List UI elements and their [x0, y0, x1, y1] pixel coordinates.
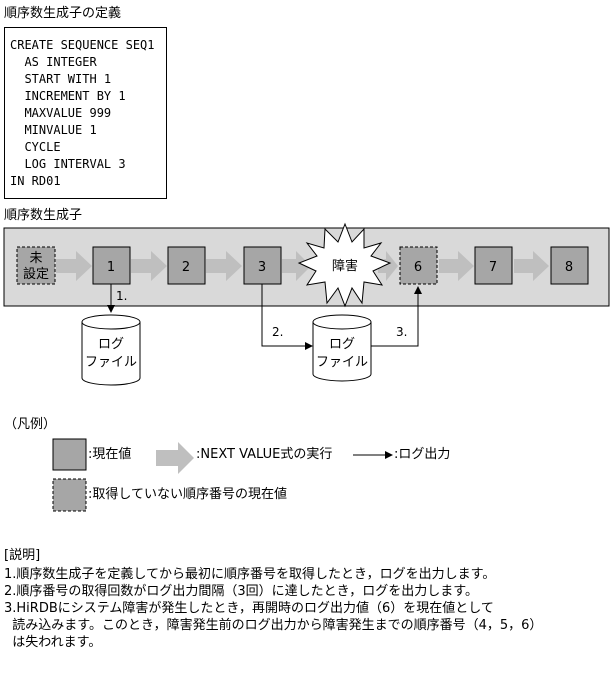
sql-line: MAXVALUE 999 — [10, 106, 112, 120]
legend-current-value-label: :現在値 — [88, 447, 132, 462]
sql-line: MINVALUE 1 — [10, 123, 97, 137]
log-file-cylinder — [312, 314, 372, 382]
unset-label: 未 — [29, 251, 42, 266]
legend-current-value-swatch — [52, 438, 87, 471]
value-label: 7 — [489, 260, 497, 275]
explanation-title: [説明] — [4, 548, 41, 563]
step-label: 3. — [396, 325, 407, 339]
legend-next-value-arrow — [156, 442, 194, 474]
sql-line: INCREMENT BY 1 — [10, 89, 126, 103]
explanation-line: 3.HiRDBにシステム障害が発生したとき，再開時のログ出力値（6）を現在値とし… — [4, 601, 494, 616]
log-file-label: ログ — [329, 337, 355, 352]
unset-label: 設定 — [23, 266, 49, 282]
next-value-arrow — [514, 251, 549, 281]
definition-title: 順序数生成子の定義 — [4, 6, 122, 21]
sql-definition-box: CREATE SEQUENCE SEQ1 AS INTEGER START WI… — [4, 27, 167, 199]
sql-line: CYCLE — [10, 140, 61, 154]
sql-line: START WITH 1 — [10, 72, 112, 86]
failure-label: 障害 — [332, 258, 358, 274]
log-file-label: ファイル — [85, 355, 137, 370]
legend-unacquired-swatch — [52, 478, 87, 512]
sql-line: AS INTEGER — [10, 55, 97, 69]
current-value-box — [550, 246, 589, 285]
next-value-arrow — [439, 251, 474, 281]
legend-log-output-label: :ログ出力 — [394, 447, 451, 462]
next-value-arrow — [206, 251, 242, 281]
next-value-arrow — [282, 251, 311, 281]
explanation-line: 1.順序数生成子を定義してから最初に順序番号を取得したとき，ログを出力します。 — [4, 567, 496, 582]
next-value-arrow — [378, 251, 398, 281]
explanation-line: 読み込みます。このとき，障害発生前のログ出力から障害発生までの順序番号（4，5，… — [4, 618, 543, 633]
log-file-cylinder — [81, 314, 141, 386]
unset-value-box — [16, 246, 56, 285]
explanation-line: 2.順序番号の取得回数がログ出力間隔（3回）に達したとき，ログを出力します。 — [4, 584, 478, 599]
log-read-arrow — [371, 286, 422, 347]
current-value-box — [243, 246, 282, 285]
legend-unacquired-label: :取得していない順序番号の現在値 — [88, 487, 287, 502]
next-value-arrow — [131, 251, 167, 281]
log-file-label: ファイル — [316, 355, 368, 370]
legend-title: （凡例） — [4, 417, 57, 432]
legend-next-value-label: :NEXT VALUE式の実行 — [196, 447, 333, 462]
unacquired-value-box — [399, 246, 438, 285]
next-value-arrow — [56, 251, 92, 281]
step-label: 2. — [272, 325, 283, 339]
sql-line: LOG INTERVAL 3 — [10, 157, 126, 171]
current-value-box — [474, 246, 513, 285]
sql-line: CREATE SEQUENCE SEQ1 — [10, 38, 155, 52]
log-file-label: ログ — [98, 337, 124, 352]
value-label: 6 — [414, 260, 422, 275]
value-label: 3 — [258, 260, 266, 275]
current-value-box — [92, 246, 131, 285]
failure-burst — [297, 222, 392, 308]
current-value-box — [167, 246, 206, 285]
step-label: 1. — [116, 289, 127, 303]
sql-line: IN RD01 — [10, 174, 61, 188]
generator-title: 順序数生成子 — [4, 208, 83, 223]
value-label: 2 — [182, 260, 190, 275]
value-label: 1 — [107, 260, 115, 275]
value-label: 8 — [565, 260, 573, 275]
log-output-arrow — [261, 284, 313, 350]
explanation-line: は失われます。 — [4, 635, 102, 650]
